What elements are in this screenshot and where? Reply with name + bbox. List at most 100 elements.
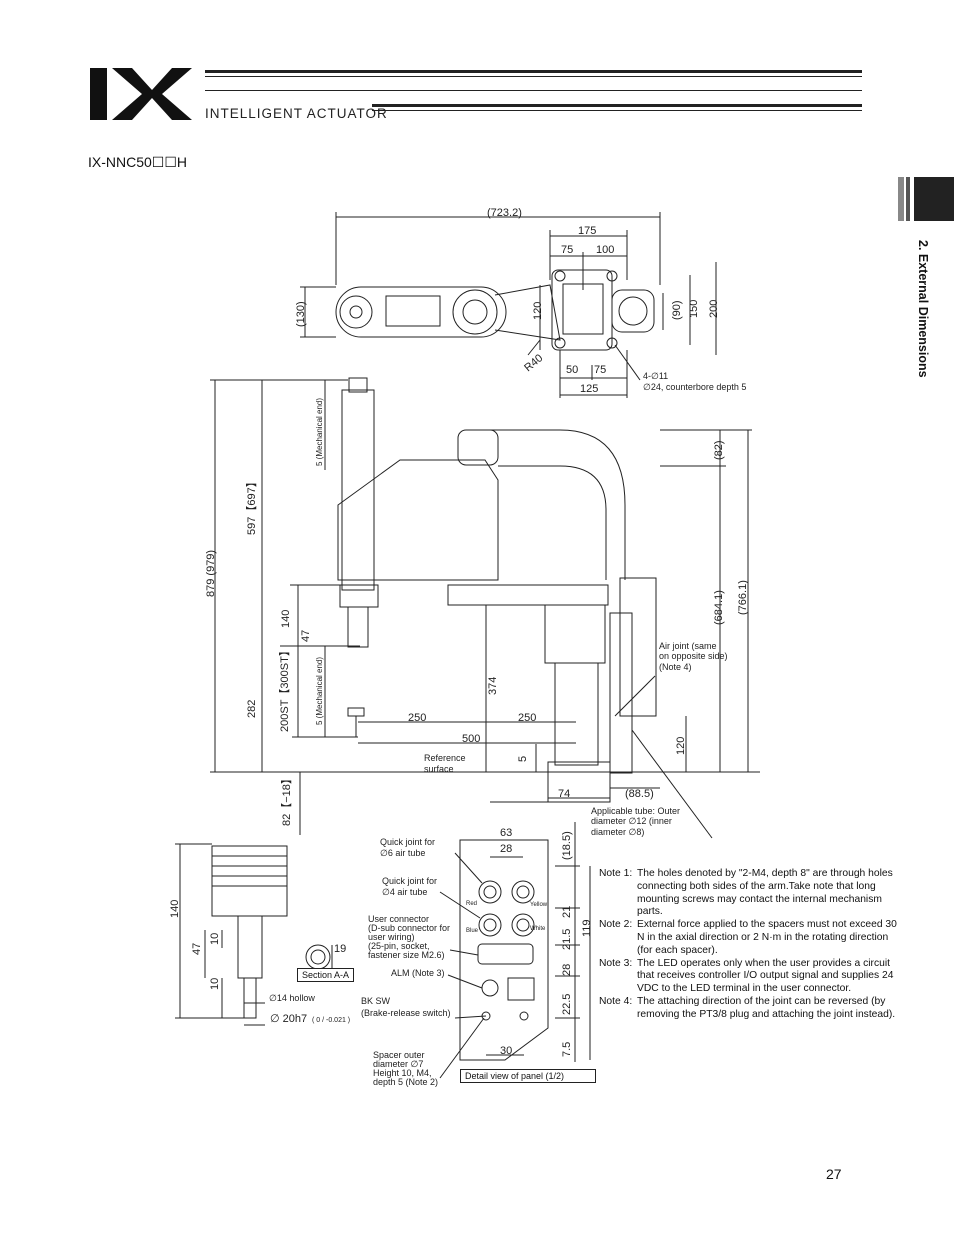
- note-1-text: The holes denoted by "2-M4, depth 8" are…: [637, 868, 893, 918]
- panel-dim-18: (18.5): [561, 831, 573, 860]
- shaft-dim-47: 47: [191, 943, 203, 955]
- note-1: Note 1: The holes denoted by "2-M4, dept…: [599, 868, 904, 919]
- reference-surface-2: surface: [424, 764, 454, 774]
- alm-label: ALM (Note 3): [391, 968, 445, 978]
- model-name: IX-NNC50☐☐H: [88, 154, 188, 170]
- note-3-text: The LED operates only when the user prov…: [637, 957, 894, 995]
- color-yellow: Yellow: [530, 902, 548, 908]
- panel-dim-63: 63: [500, 827, 512, 839]
- header-rule-2: [205, 76, 862, 77]
- note-2-text: External force applied to the spacers mu…: [637, 919, 897, 956]
- panel-dim-21-5: 21.5: [561, 929, 573, 950]
- dim-88: (88.5): [625, 788, 654, 800]
- page-number: 27: [826, 1166, 842, 1182]
- shaft-dim-19: 19: [334, 943, 346, 955]
- note-4-key: Note 4:: [599, 995, 633, 1007]
- note-4-text: The attaching direction of the joint can…: [637, 995, 896, 1020]
- quick4-2: ∅4 air tube: [382, 887, 427, 897]
- mech-end-upper: 5 (Mechanical end): [315, 398, 324, 466]
- dim-47: 47: [300, 630, 312, 642]
- dim-250b: 250: [518, 712, 536, 724]
- dim-200: 200: [708, 300, 720, 318]
- bk-sw-2: (Brake-release switch): [361, 1008, 451, 1018]
- note-2-key: Note 2:: [599, 919, 633, 931]
- user-conn-5: fastener size M2.6): [368, 950, 445, 960]
- notes-block: Note 1: The holes denoted by "2-M4, dept…: [599, 868, 904, 1022]
- dim-120: 120: [532, 302, 544, 320]
- reference-surface-1: Reference: [424, 753, 466, 763]
- user-conn-4: (25-pin, socket,: [368, 941, 430, 951]
- shaft-detail: [175, 843, 333, 1026]
- dim-150: 150: [688, 300, 700, 318]
- dim-90: (90): [671, 300, 683, 320]
- dim-50: 50: [566, 364, 578, 376]
- header-rule-3: [205, 90, 862, 91]
- panel-detail-label: Detail view of panel (1/2): [460, 1069, 596, 1083]
- panel-detail: [439, 822, 591, 1079]
- spacer-1: Spacer outer: [373, 1050, 425, 1060]
- dim-597: 597【697】: [245, 476, 258, 535]
- spacer-3: Height 10, M4,: [373, 1068, 432, 1078]
- quick4-1: Quick joint for: [382, 876, 437, 886]
- ix-logo: [90, 68, 200, 120]
- dim-140: 140: [280, 610, 292, 628]
- panel-dim-7-5: 7.5: [561, 1042, 573, 1057]
- dim-250a: 250: [408, 712, 426, 724]
- panel-dim-30: 30: [500, 1045, 512, 1057]
- dim-74: 74: [558, 788, 570, 800]
- section-title: 2. External Dimensions: [916, 240, 930, 378]
- shaft-tolerance: ( 0 / -0.021 ): [312, 1017, 350, 1024]
- dim-r40: R40: [522, 352, 545, 374]
- dim-175: 175: [578, 225, 596, 237]
- spacer-4: depth 5 (Note 2): [373, 1077, 438, 1087]
- quick6-1: Quick joint for: [380, 837, 435, 847]
- hole-note-2: ∅24, counterbore depth 5: [643, 382, 746, 392]
- bk-sw-1: BK SW: [361, 996, 391, 1006]
- brand-name: INTELLIGENT ACTUATOR: [205, 106, 388, 121]
- dim-5: 5: [517, 756, 529, 762]
- header-rule-5: [372, 110, 862, 111]
- panel-dim-119: 119: [581, 919, 593, 937]
- panel-dim-22-5: 22.5: [561, 994, 573, 1015]
- section-aa-label: Section A-A: [297, 968, 355, 982]
- color-blue: Blue: [466, 928, 479, 934]
- dim-120b: 120: [675, 737, 687, 755]
- tube-1: Applicable tube: Outer: [591, 806, 680, 816]
- shaft-dim-10b: 10: [209, 978, 221, 990]
- dim-130: (130): [295, 301, 307, 327]
- tube-3: diameter ∅8): [591, 827, 644, 837]
- dim-684: (684.1): [713, 590, 725, 625]
- shaft-diameter: ∅ 20h7: [270, 1013, 307, 1025]
- top-view: [300, 212, 717, 398]
- note-4: Note 4: The attaching direction of the j…: [599, 996, 904, 1022]
- dim-82b: (82): [713, 440, 725, 460]
- dim-282: 282: [246, 700, 258, 718]
- section-tab: [898, 177, 954, 221]
- dim-125: 125: [580, 383, 598, 395]
- shaft-dim-140: 140: [169, 900, 181, 918]
- side-view: [210, 377, 760, 839]
- color-red: Red: [466, 901, 477, 907]
- dim-100: 100: [596, 244, 614, 256]
- tube-2: diameter ∅12 (inner: [591, 816, 672, 826]
- dim-374: 374: [487, 677, 499, 695]
- note-2: Note 2: External force applied to the sp…: [599, 919, 904, 957]
- mech-end-lower: 5 (Mechanical end): [315, 657, 324, 725]
- dim-82: 82【−18】: [280, 773, 293, 826]
- header-rule-4: [372, 104, 862, 107]
- air-joint-3: (Note 4): [659, 662, 692, 672]
- hole-note-1: 4-∅11: [643, 371, 668, 381]
- panel-dim-21: 21: [561, 906, 573, 918]
- dim-75: 75: [561, 244, 573, 256]
- quick6-2: ∅6 air tube: [380, 848, 425, 858]
- panel-dim-28: 28: [500, 843, 512, 855]
- note-1-key: Note 1:: [599, 868, 633, 879]
- dim-879: 879 (979): [205, 550, 217, 597]
- note-3: Note 3: The LED operates only when the u…: [599, 958, 904, 996]
- hollow-label: ∅14 hollow: [269, 993, 315, 1003]
- spacer-2: diameter ∅7: [373, 1059, 423, 1069]
- color-white: White: [530, 926, 546, 932]
- panel-dim-28b: 28: [561, 964, 573, 976]
- note-3-key: Note 3:: [599, 957, 633, 969]
- dim-500: 500: [462, 733, 480, 745]
